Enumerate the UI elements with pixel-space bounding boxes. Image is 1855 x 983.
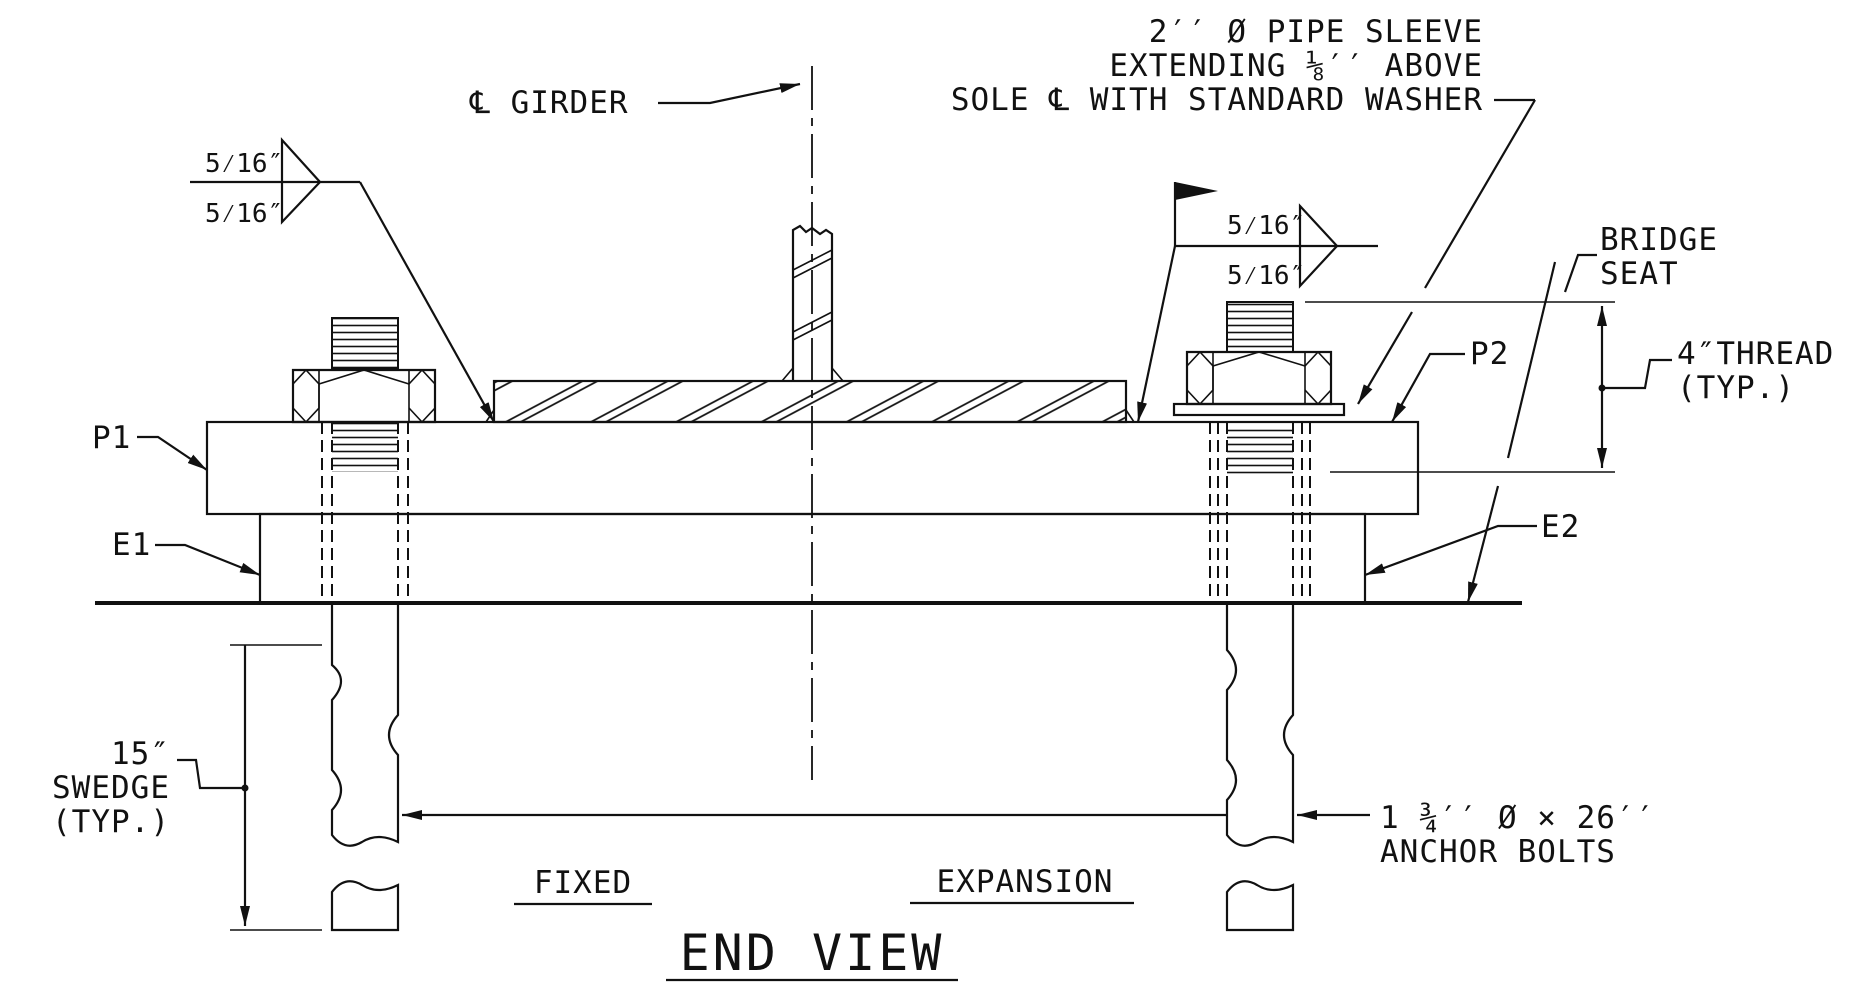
label-swedge-3: (TYP.) bbox=[52, 804, 170, 840]
girder-web bbox=[781, 224, 844, 382]
weld-size-left-bottom: 5⁄16″ bbox=[205, 199, 283, 229]
label-swedge-1: 15″ bbox=[111, 736, 170, 772]
label-bridge-seat-2: SEAT bbox=[1600, 256, 1679, 292]
weld-symbol-right bbox=[1136, 182, 1378, 423]
label-thread-1: 4″THREAD bbox=[1677, 336, 1834, 372]
left-anchor-bolt bbox=[291, 317, 437, 932]
label-fixed: FIXED bbox=[534, 865, 632, 901]
label-p1: P1 bbox=[92, 420, 131, 456]
weld-size-right-top: 5⁄16″ bbox=[1227, 211, 1305, 241]
label-thread-2: (TYP.) bbox=[1677, 370, 1795, 406]
label-centerline-girder: ℄ GIRDER bbox=[469, 85, 629, 121]
label-e1: E1 bbox=[112, 527, 151, 563]
girder-flange bbox=[485, 379, 1135, 424]
right-anchor-bolt bbox=[1172, 301, 1346, 932]
label-expansion: EXPANSION bbox=[937, 864, 1114, 900]
elastomeric-pad bbox=[258, 512, 1367, 605]
label-pipe-sleeve-1: 2′′ Ø PIPE SLEEVE bbox=[1149, 14, 1483, 50]
standard-washer bbox=[1172, 402, 1346, 417]
label-bridge-seat-1: BRIDGE bbox=[1600, 222, 1718, 258]
weld-size-left-top: 5⁄16″ bbox=[205, 149, 283, 179]
view-title: END VIEW bbox=[680, 924, 945, 982]
label-pipe-sleeve-2: EXTENDING ⅛′′ ABOVE bbox=[1109, 48, 1483, 84]
label-anchor-bolts-2: ANCHOR BOLTS bbox=[1380, 834, 1616, 870]
weld-symbol-left bbox=[190, 137, 495, 423]
label-anchor-bolts-1: 1 ¾′′ Ø × 26′′ bbox=[1380, 800, 1655, 836]
label-e2: E2 bbox=[1541, 509, 1580, 545]
label-p2: P2 bbox=[1470, 336, 1509, 372]
label-swedge-2: SWEDGE bbox=[52, 770, 170, 806]
weld-size-right-bottom: 5⁄16″ bbox=[1227, 261, 1305, 291]
label-pipe-sleeve-3: SOLE ℄ WITH STANDARD WASHER bbox=[951, 82, 1483, 118]
